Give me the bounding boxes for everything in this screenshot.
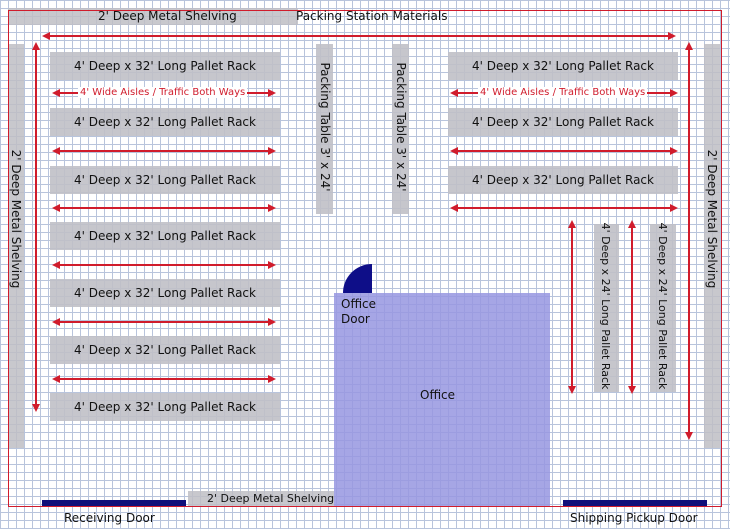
- pallet-rack-left: 4' Deep x 32' Long Pallet Rack: [50, 279, 280, 307]
- vertical-rack-1: [594, 224, 619, 392]
- pallet-rack-left: 4' Deep x 32' Long Pallet Rack: [50, 336, 280, 364]
- shipping-door-label: Shipping Pickup Door: [570, 511, 698, 525]
- office-label: Office: [420, 388, 456, 402]
- right-shelving-label: 2' Deep Metal Shelving: [705, 149, 719, 289]
- pallet-rack-left: 4' Deep x 32' Long Pallet Rack: [50, 222, 280, 250]
- packing-materials-label: Packing Station Materials: [296, 9, 448, 23]
- receiving-door-label: Receiving Door: [64, 511, 155, 525]
- left-shelving-label: 2' Deep Metal Shelving: [9, 149, 23, 289]
- pallet-rack-left: 4' Deep x 32' Long Pallet Rack: [50, 166, 280, 194]
- right-shelving: [704, 44, 720, 448]
- office-door-label: Office Door: [341, 297, 377, 326]
- packing-table-2: [392, 44, 409, 214]
- pallet-rack-left: 4' Deep x 32' Long Pallet Rack: [50, 52, 280, 80]
- packing-table-2-label: Packing Table 3' x 24': [394, 62, 408, 192]
- shipping-door: [563, 500, 707, 506]
- bottom-shelving: [188, 491, 334, 507]
- packing-table-1: [316, 44, 333, 214]
- warehouse-wall: [8, 10, 722, 507]
- vertical-rack-1-label: 4' Deep x 24' Long Pallet Rack: [599, 222, 613, 390]
- top-shelving-label: 2' Deep Metal Shelving: [98, 9, 237, 23]
- vertical-rack-2: [650, 224, 676, 392]
- vertical-rack-2-label: 4' Deep x 24' Long Pallet Rack: [656, 222, 670, 390]
- packing-table-1-label: Packing Table 3' x 24': [318, 62, 332, 192]
- pallet-rack-right: 4' Deep x 32' Long Pallet Rack: [448, 166, 678, 194]
- pallet-rack-right: 4' Deep x 32' Long Pallet Rack: [448, 108, 678, 136]
- aisle-label-left: 4' Wide Aisles / Traffic Both Ways: [78, 87, 248, 98]
- pallet-rack-right: 4' Deep x 32' Long Pallet Rack: [448, 52, 678, 80]
- receiving-door: [42, 500, 186, 506]
- top-shelving: [8, 8, 298, 25]
- office: [334, 293, 550, 507]
- aisle-label-right: 4' Wide Aisles / Traffic Both Ways: [478, 87, 648, 98]
- office-door-swing: [343, 264, 372, 293]
- bottom-shelving-label: 2' Deep Metal Shelving: [207, 492, 335, 505]
- left-shelving: [8, 44, 24, 448]
- pallet-rack-left: 4' Deep x 32' Long Pallet Rack: [50, 393, 280, 421]
- pallet-rack-left: 4' Deep x 32' Long Pallet Rack: [50, 108, 280, 136]
